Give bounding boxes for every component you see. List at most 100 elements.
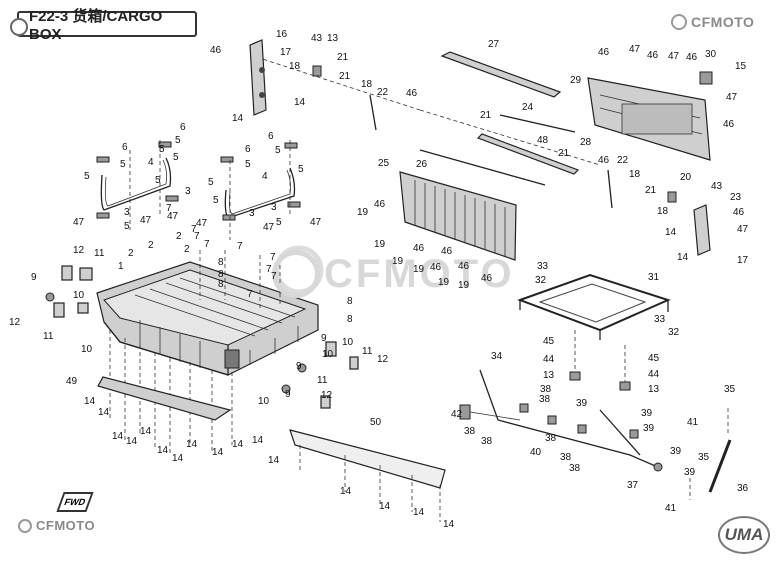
part-callout-14: 14 xyxy=(186,439,198,450)
part-callout-21: 21 xyxy=(480,110,492,121)
part-callout-39: 39 xyxy=(576,398,588,409)
part-callout-37: 37 xyxy=(627,480,639,491)
part-callout-40: 40 xyxy=(530,447,542,458)
latch-hardware-right xyxy=(281,341,359,409)
part-callout-18: 18 xyxy=(657,206,669,217)
part-callout-5: 5 xyxy=(124,221,130,232)
part-callout-38: 38 xyxy=(464,426,476,437)
lift-linkage-40 xyxy=(459,369,663,472)
bracket-hinge-right xyxy=(667,191,677,203)
part-callout-2: 2 xyxy=(128,248,134,259)
part-callout-35: 35 xyxy=(724,384,736,395)
side-rail-right xyxy=(220,142,301,221)
part-callout-47: 47 xyxy=(668,51,680,62)
part-callout-38: 38 xyxy=(539,394,551,405)
part-callout-47: 47 xyxy=(263,222,275,233)
part-callout-7: 7 xyxy=(166,203,172,214)
diagram-title: F22-3 货箱/CARGO BOX xyxy=(10,8,197,43)
part-callout-46: 46 xyxy=(374,199,386,210)
part-callout-22: 22 xyxy=(377,87,389,98)
part-callout-11: 11 xyxy=(43,331,54,342)
part-callout-9: 9 xyxy=(296,361,302,372)
corner-post-left xyxy=(249,39,267,116)
cfmoto-logo-icon xyxy=(671,14,687,30)
part-callout-14: 14 xyxy=(212,447,224,458)
part-callout-21: 21 xyxy=(339,71,351,82)
part-callout-14: 14 xyxy=(340,486,352,497)
part-callout-46: 46 xyxy=(733,207,745,218)
part-callout-13: 13 xyxy=(543,370,555,381)
part-callout-29: 29 xyxy=(570,75,582,86)
part-callout-48: 48 xyxy=(537,135,549,146)
cargo-box-tub xyxy=(96,261,319,376)
brand-name-bottom: CFMOTO xyxy=(36,518,96,533)
diagram-title-text: F22-3 货箱/CARGO BOX xyxy=(29,8,163,43)
part-callout-5: 5 xyxy=(276,217,282,228)
part-callout-10: 10 xyxy=(73,290,85,301)
part-callout-8: 8 xyxy=(218,269,224,280)
part-callout-46: 46 xyxy=(413,243,425,254)
part-callout-4: 4 xyxy=(148,157,154,168)
part-callout-5: 5 xyxy=(120,159,126,170)
part-callout-10: 10 xyxy=(258,396,270,407)
part-callout-6: 6 xyxy=(122,142,128,153)
seal-strip-26 xyxy=(419,149,546,186)
part-callout-27: 27 xyxy=(488,39,500,50)
part-callout-10: 10 xyxy=(81,344,93,355)
part-callout-13: 13 xyxy=(327,33,339,44)
part-callout-46: 46 xyxy=(430,262,442,273)
fwd-label: FWD xyxy=(62,497,88,507)
part-callout-38: 38 xyxy=(540,384,552,395)
part-callout-46: 46 xyxy=(723,119,735,130)
part-callout-35: 35 xyxy=(698,452,710,463)
part-callout-13: 13 xyxy=(648,384,660,395)
part-callout-10: 10 xyxy=(322,349,334,360)
part-callout-9: 9 xyxy=(321,333,327,344)
support-frame-31 xyxy=(517,273,671,340)
skid-plate-50 xyxy=(289,429,446,522)
part-callout-7: 7 xyxy=(271,271,277,282)
part-callout-39: 39 xyxy=(643,423,655,434)
part-callout-12: 12 xyxy=(377,354,389,365)
part-callout-14: 14 xyxy=(112,431,124,442)
part-callout-7: 7 xyxy=(204,239,210,250)
side-rail-left xyxy=(96,141,179,219)
part-callout-38: 38 xyxy=(560,452,572,463)
part-callout-14: 14 xyxy=(443,519,455,530)
part-callout-5: 5 xyxy=(213,195,219,206)
part-callout-42: 42 xyxy=(451,409,463,420)
part-callout-11: 11 xyxy=(94,248,105,259)
part-callout-14: 14 xyxy=(665,227,677,238)
part-callout-46: 46 xyxy=(598,47,610,58)
part-callout-39: 39 xyxy=(670,446,682,457)
part-callout-4: 4 xyxy=(262,171,268,182)
part-callout-46: 46 xyxy=(481,273,493,284)
part-callout-12: 12 xyxy=(73,245,85,256)
part-callout-33: 33 xyxy=(537,261,549,272)
part-callout-46: 46 xyxy=(686,52,698,63)
part-callout-25: 25 xyxy=(378,158,390,169)
part-callout-44: 44 xyxy=(648,369,660,380)
part-callout-46: 46 xyxy=(647,50,659,61)
gas-strut-36 xyxy=(689,408,732,500)
part-callout-11: 11 xyxy=(362,346,373,357)
part-callout-7: 7 xyxy=(194,231,200,242)
part-callout-43: 43 xyxy=(311,33,323,44)
part-callout-14: 14 xyxy=(126,436,138,447)
part-callout-8: 8 xyxy=(347,314,353,325)
part-callout-44: 44 xyxy=(543,354,555,365)
part-callout-49: 49 xyxy=(66,376,78,387)
part-callout-14: 14 xyxy=(379,501,391,512)
part-callout-47: 47 xyxy=(310,217,322,228)
part-callout-39: 39 xyxy=(641,408,653,419)
part-callout-39: 39 xyxy=(684,467,696,478)
brand-watermark-text: CFMOTO xyxy=(324,251,515,296)
cfmoto-watermark-icon xyxy=(272,250,320,298)
part-callout-32: 32 xyxy=(668,327,680,338)
part-callout-3: 3 xyxy=(249,208,255,219)
part-callout-14: 14 xyxy=(157,445,169,456)
brand-name-top: CFMOTO xyxy=(691,14,755,30)
brand-logo-top: CFMOTO xyxy=(671,14,754,30)
part-callout-38: 38 xyxy=(481,436,493,447)
